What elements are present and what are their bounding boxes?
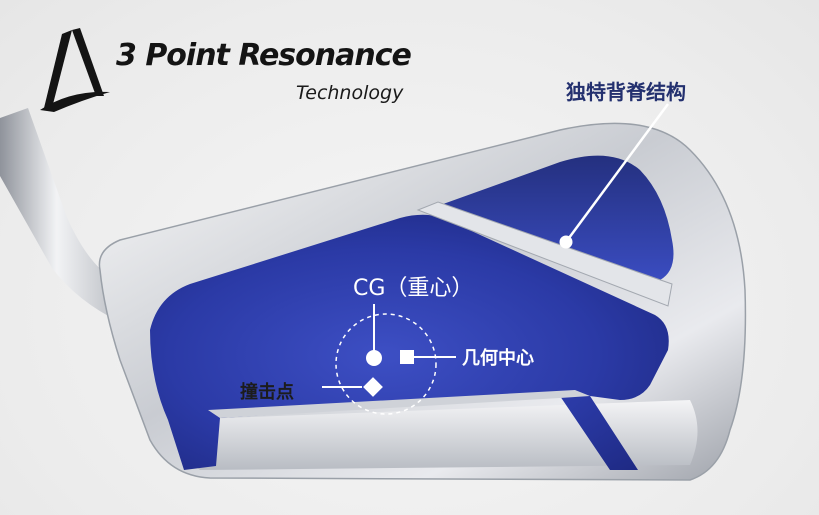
cavity-lip: [208, 390, 590, 418]
back-rib: [416, 201, 673, 307]
unique-back-structure-label: 独特背脊结构: [566, 80, 686, 104]
cg-marker: [366, 350, 382, 366]
sole-band: [175, 400, 698, 470]
logo-title: 3 Point Resonance: [116, 38, 412, 73]
impact-point-label: 撞击点: [240, 382, 294, 403]
back-rib-marker: [559, 235, 573, 249]
impact-point-marker: [363, 377, 383, 397]
hosel: [0, 108, 142, 322]
back-rib-leader-line: [564, 103, 670, 243]
logo-subtitle: Technology: [296, 82, 404, 104]
geometric-center-marker: [400, 350, 414, 364]
triangle-swoosh-logo-icon: [40, 28, 110, 112]
back-rib-cavity: [432, 155, 674, 280]
geometric-center-label: 几何中心: [462, 348, 534, 369]
cg-label: CG（重心）: [353, 276, 474, 301]
sweet-spot-circle: [335, 313, 437, 415]
